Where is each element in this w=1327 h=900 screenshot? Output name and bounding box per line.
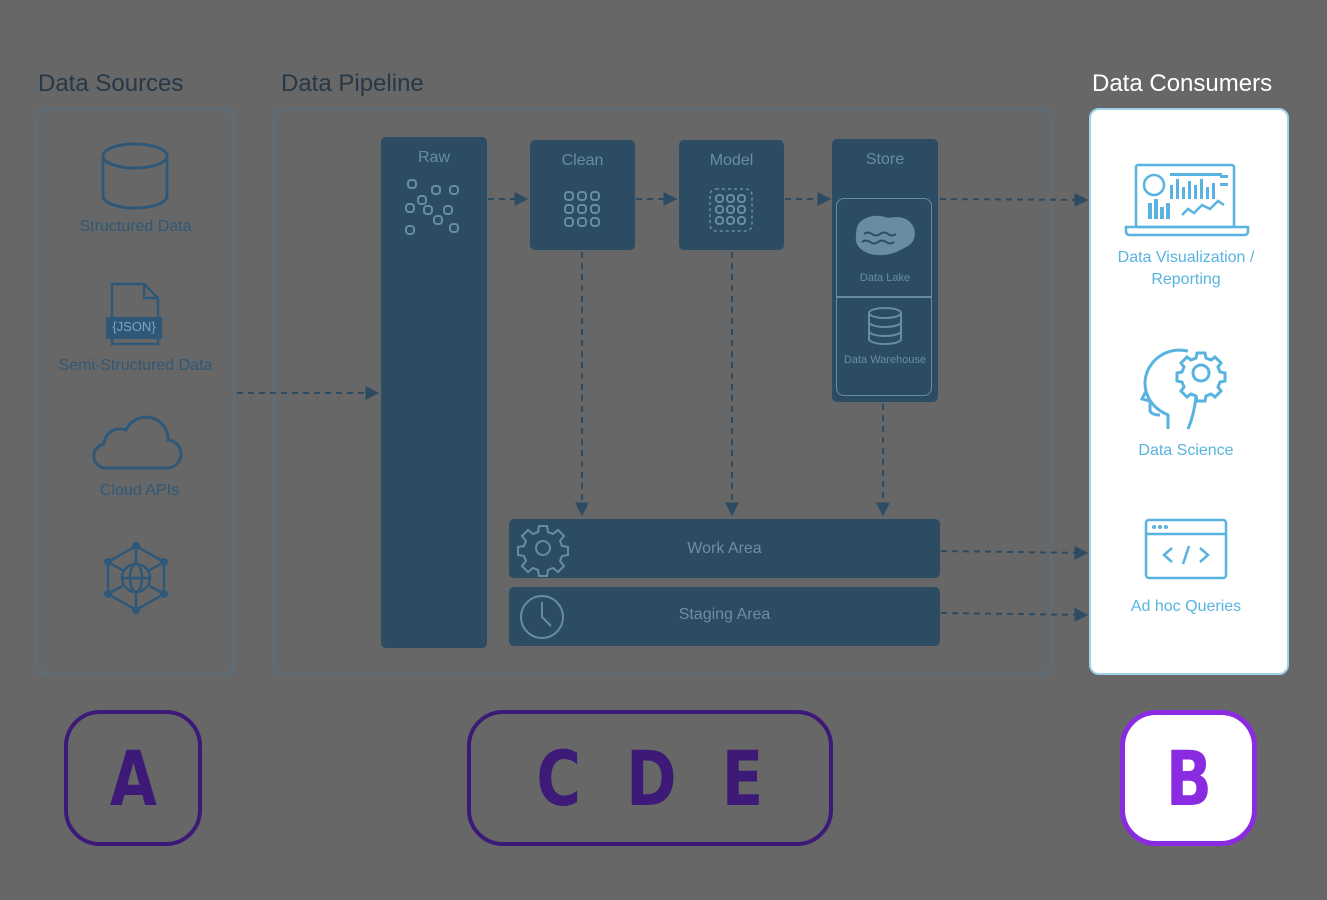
raw-title: Raw <box>417 149 450 166</box>
head-gear-icon <box>1139 348 1227 430</box>
data-sources-heading: Data Sources <box>38 70 184 97</box>
clock-icon <box>520 595 564 639</box>
answer-box-b[interactable]: B <box>1120 710 1257 846</box>
json-tag: {JSON} <box>112 319 156 334</box>
work-area-label: Work Area <box>687 540 762 557</box>
raw-scatter-icon <box>405 179 459 235</box>
code-window-icon <box>1144 518 1228 580</box>
database-icon <box>101 142 169 210</box>
dashboard-laptop-icon <box>1124 163 1250 237</box>
semi-structured-data-label: Semi-Structured Data <box>58 357 213 374</box>
store-divider <box>836 296 932 298</box>
cloud-apis-label: Cloud APIs <box>99 482 180 499</box>
data-pipeline-panel <box>273 108 1052 675</box>
answer-letter-a: A <box>109 733 157 823</box>
store-stage: Store Data Lake Data Warehouse <box>832 139 938 402</box>
data-sources-panel <box>36 108 235 675</box>
answer-letters-cde: C D E <box>536 733 764 823</box>
model-grid-icon <box>709 188 753 232</box>
answer-letter-b: B <box>1165 733 1212 823</box>
structured-data-label: Structured Data <box>79 218 192 235</box>
work-area-bar: Work Area <box>509 519 940 578</box>
network-globe-icon <box>104 542 168 614</box>
cloud-icon <box>92 415 183 470</box>
store-title: Store <box>865 151 905 168</box>
data-consumers-heading: Data Consumers <box>1092 70 1273 97</box>
data-science-label: Data Science <box>1138 442 1234 459</box>
gear-icon <box>517 525 569 577</box>
staging-area-bar: Staging Area <box>509 587 940 646</box>
answer-box-a[interactable]: A <box>64 710 202 846</box>
json-file-icon <box>106 282 162 346</box>
staging-area-label: Staging Area <box>678 606 771 623</box>
clean-grid-icon <box>564 191 600 227</box>
clean-stage: Clean <box>530 140 635 250</box>
ad-hoc-queries-label: Ad hoc Queries <box>1130 598 1242 615</box>
data-lake-icon <box>855 215 915 256</box>
data-warehouse-label: Data Warehouse <box>843 354 927 366</box>
data-lake-label: Data Lake <box>859 272 911 284</box>
data-visualization-label-line1: Data Visualization / <box>1117 249 1255 266</box>
data-visualization-label-line2: Reporting <box>1151 271 1221 288</box>
clean-title: Clean <box>561 152 604 169</box>
model-title: Model <box>709 152 754 169</box>
data-warehouse-icon <box>868 307 902 345</box>
data-pipeline-heading: Data Pipeline <box>281 70 424 97</box>
data-consumers-panel <box>1089 108 1289 675</box>
answer-box-cde[interactable]: C D E <box>467 710 833 846</box>
